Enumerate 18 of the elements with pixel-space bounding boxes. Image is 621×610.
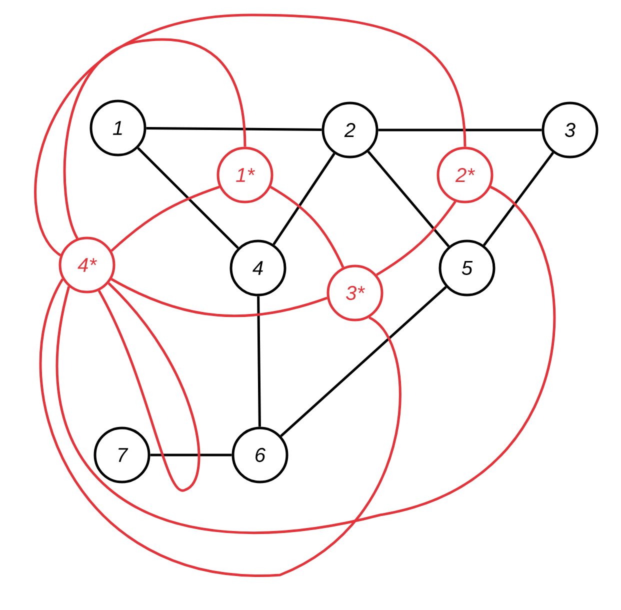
graph-edge: [270, 186, 344, 268]
graph-edge: [378, 128, 542, 132]
graph-edge: [63, 38, 246, 239]
graph-edge: [257, 296, 261, 427]
graph-edge: [367, 150, 450, 248]
graph-edge: [482, 152, 554, 246]
graph-edge: [40, 278, 402, 576]
graph-edge: [98, 282, 200, 492]
graph-edge: [56, 186, 556, 534]
graph-edge: [272, 152, 336, 246]
graph-edge: [110, 186, 220, 252]
graph-edge: [34, 14, 466, 256]
graph-edge: [280, 286, 447, 437]
graph-edge: [146, 127, 322, 131]
graph-edge: [376, 200, 456, 276]
graph-edge: [137, 147, 239, 249]
graph-edge: [150, 454, 232, 456]
graph-edge: [110, 278, 328, 318]
